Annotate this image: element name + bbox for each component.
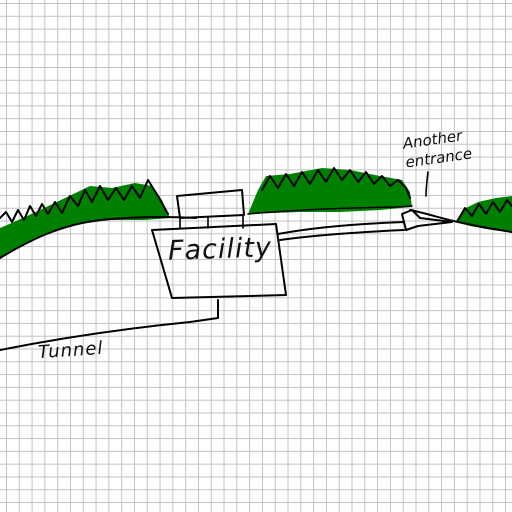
facility-label: Facility — [167, 232, 273, 267]
terrain-lines — [0, 205, 512, 259]
zigzag-right — [457, 199, 512, 221]
entrance-pointer — [425, 171, 429, 197]
grass-hill-right — [455, 196, 512, 232]
zigzag-center — [261, 167, 411, 199]
facility-top-structure — [176, 189, 245, 219]
ground-line-right — [409, 209, 512, 233]
zigzag-left — [0, 179, 169, 223]
tunnel-line — [0, 299, 219, 351]
entrance-passage — [277, 171, 453, 241]
facility — [151, 189, 287, 299]
facility-main-box — [151, 223, 287, 299]
ground-line-center — [247, 205, 413, 215]
grass-hill-left — [0, 183, 170, 258]
ground-line-left — [0, 215, 197, 259]
hill-outlines — [0, 167, 512, 223]
passage-tube — [277, 221, 405, 241]
entrance-marker — [401, 209, 453, 231]
